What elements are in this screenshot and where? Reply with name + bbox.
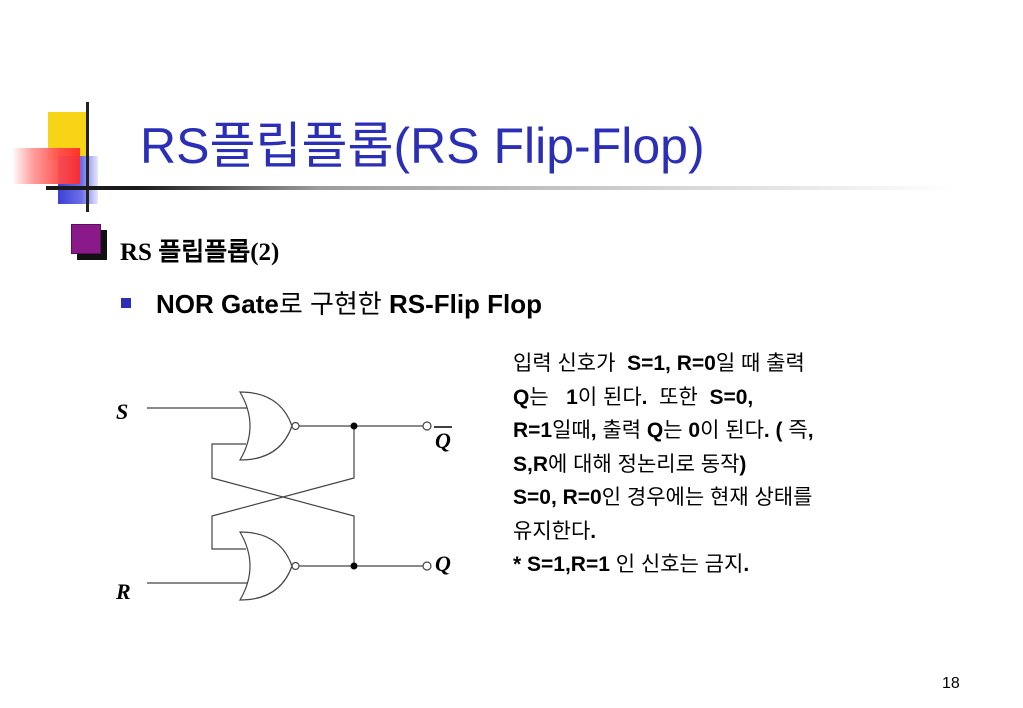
description-run: Q [513,385,530,409]
output-bottom-terminal [422,561,432,571]
feedback-top-to-bottom [211,426,355,550]
description-run: ) [739,452,747,476]
nor-gate-bottom-bubble [291,561,300,571]
description-run: 이 된다 [577,385,642,409]
decorative-vertical-line [86,102,89,212]
description-run: 인 경우에는 현재 상태를 [601,486,813,509]
slide-title: RS플립플롭(RS Flip-Flop) [140,118,705,174]
junction-dot-bottom [350,562,358,570]
sub-heading-suffix: RS-Flip Flop [388,289,543,319]
description-run: 1 [566,385,578,409]
description-line: 유지한다. [513,515,814,549]
description-run: 이 된다 [700,419,764,442]
description-run: R=1 [513,419,553,442]
description-run: 는 [529,385,567,409]
rs-flip-flop-circuit: S R Q Q [115,391,452,604]
page-number: 18 [942,675,960,692]
nor-gate-top [238,391,293,461]
sub-bullet-icon [121,298,131,308]
description-line: S,R에 대해 정논리로 동작) [513,448,814,482]
description-line: * S=1,R=1 인 신호는 금지. [513,548,814,582]
description-run: 인 신호는 금지 [615,553,744,576]
description-run: . ( [763,419,783,442]
description-run: 일 때 출력 [715,352,805,375]
label-q: Q [435,551,451,576]
description-run: S=0, R=0 [513,486,602,509]
description-run: , [807,419,814,442]
heading-bullet-icon [71,224,101,254]
description-run: . [641,385,648,409]
description-run: 즉 [782,419,808,442]
decorative-red-bar [12,148,80,184]
description-run: 출력 [596,419,647,442]
description-run: 에 대해 정논리로 동작 [548,452,740,476]
description-run: Q [646,419,664,442]
label-s: S [116,399,128,424]
sub-heading: NOR Gate로 구현한 RS-Flip Flop [156,284,542,321]
description-run: . [743,553,750,576]
description-run: S=0, [709,385,754,409]
description-run: S=1, R=0 [627,352,716,375]
feedback-bottom-to-top [211,443,355,566]
description-run: , [590,419,597,442]
description-run: 0 [688,419,701,442]
description-line: 입력 신호가 S=1, R=0일 때 출력 [513,347,814,381]
junction-dot-top [350,422,358,430]
sub-heading-prefix: NOR Gate [156,289,279,319]
description-run: 는 [663,419,689,442]
description-line: Q는 1이 된다. 또한 S=0, [513,381,814,415]
description-run: * S=1,R=1 [513,553,616,576]
sub-heading-middle: 로 구현한 [278,289,389,319]
output-top-terminal [422,421,432,431]
description-run: 유지한다 [513,519,591,543]
section-heading: RS 플립플롭(2) [120,239,280,266]
description-run: 또한 [647,385,710,409]
nor-gate-top-bubble [291,421,300,431]
description-run: S,R [513,452,549,476]
description-run: . [590,519,597,543]
description-run: 일때 [552,419,591,442]
label-r: R [115,579,131,604]
description-run: 입력 신호가 [513,352,628,375]
description-line: S=0, R=0인 경우에는 현재 상태를 [513,481,814,515]
nor-gate-bottom [238,531,293,601]
label-q-bar: Q [435,428,451,453]
title-underline [46,186,956,190]
description-line: R=1일때, 출력 Q는 0이 된다. ( 즉, [513,414,814,448]
